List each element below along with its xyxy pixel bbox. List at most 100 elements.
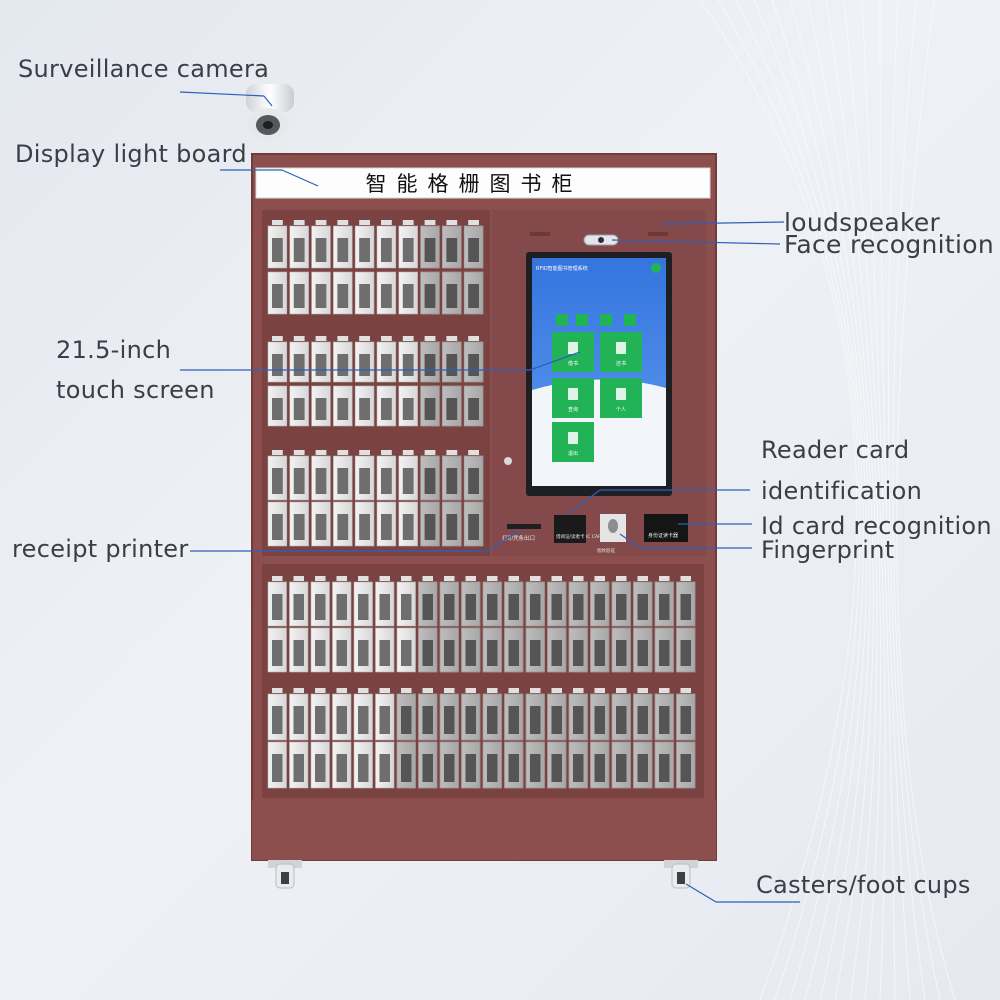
bg-curve — [896, 0, 956, 1000]
id-card-pad-label: 身份证读卡器 — [648, 532, 678, 539]
slot-window — [468, 398, 479, 420]
slot-window — [315, 514, 327, 540]
slot-window — [358, 594, 369, 620]
slot-tab — [293, 220, 305, 225]
slot-shadow — [440, 742, 459, 788]
slot-window — [359, 398, 370, 420]
screen-small-tile[interactable] — [556, 314, 568, 326]
slot-shadow — [590, 582, 609, 626]
slot-tab — [381, 336, 392, 341]
slot-window — [659, 594, 670, 620]
slot-shadow — [569, 694, 588, 740]
slot-window — [337, 354, 349, 376]
slot-window — [594, 640, 605, 666]
slot-shadow — [547, 582, 566, 626]
slot-window — [444, 754, 455, 782]
slot-shadow — [612, 742, 631, 788]
screen-tiles[interactable]: 借书还书查询个人退出 — [552, 314, 642, 462]
slot-shadow — [547, 694, 566, 740]
slot-shadow — [547, 628, 566, 672]
slot-shadow — [420, 502, 440, 546]
slot-shadow — [461, 628, 480, 672]
slot-window — [530, 754, 541, 782]
slot-window — [402, 398, 414, 420]
slot-window — [336, 706, 347, 734]
label-loudspeaker: loudspeaker — [784, 208, 941, 237]
slot-window — [659, 640, 670, 666]
slot-shadow — [397, 694, 416, 740]
slot-tab — [508, 688, 519, 693]
slot-shadow — [633, 582, 652, 626]
callout-light-board-b — [281, 169, 319, 187]
slot-window — [379, 640, 390, 666]
slot-window — [422, 706, 433, 734]
slot-window — [465, 706, 476, 734]
reader-pad-label: 借阅证/读者卡 IC CARD — [556, 533, 605, 540]
slot-window — [616, 594, 627, 620]
slot-window — [381, 468, 392, 494]
callout-touch-screen-b — [529, 351, 581, 371]
slot-tab — [422, 576, 433, 581]
slot-window — [530, 594, 541, 620]
surveillance-camera — [246, 82, 294, 160]
slot-window — [293, 594, 304, 620]
screen-small-tile[interactable] — [600, 314, 612, 326]
slot-window — [487, 754, 498, 782]
slot-window — [424, 354, 436, 376]
screen-tile-label: 退出 — [568, 450, 578, 457]
slot-window — [358, 640, 369, 666]
slot-window — [680, 706, 691, 734]
slot-shadow — [526, 582, 545, 626]
bg-curve — [861, 0, 896, 1000]
touch-screen[interactable]: RFID智能图书管理系统 借书还书查询个人退出 — [526, 232, 672, 496]
slot-shadow — [633, 742, 652, 788]
slot-window — [446, 468, 458, 494]
slot-window — [637, 754, 648, 782]
slot-tab — [401, 576, 412, 581]
slot-window — [422, 640, 433, 666]
screen-small-tile[interactable] — [576, 314, 588, 326]
screen-small-tile[interactable] — [624, 314, 636, 326]
slot-tab — [402, 336, 414, 341]
label-display-light-board: Display light board — [15, 140, 247, 168]
slot-window — [379, 706, 390, 734]
slot-shadow — [504, 582, 523, 626]
slot-shadow — [418, 694, 437, 740]
slot-window — [315, 238, 327, 262]
slot-tab — [272, 220, 283, 225]
slot-window — [594, 706, 605, 734]
slot-window — [401, 754, 412, 782]
slot-window — [315, 706, 326, 734]
slot-tab — [594, 688, 605, 693]
slot-window — [315, 398, 327, 420]
callout-casters — [685, 883, 717, 903]
slot-window — [616, 706, 627, 734]
slot-shadow — [440, 582, 459, 626]
slot-window — [468, 514, 479, 540]
slot-window — [337, 238, 349, 262]
slot-shadow — [569, 742, 588, 788]
slot-tab — [573, 576, 584, 581]
slot-window — [444, 640, 455, 666]
slot-tab — [424, 220, 436, 225]
slot-tab — [680, 688, 691, 693]
slot-window — [444, 706, 455, 734]
slot-tab — [659, 576, 670, 581]
slot-window — [573, 754, 584, 782]
slot-tab — [573, 688, 584, 693]
tile-icon — [568, 388, 578, 400]
callout-lines — [179, 91, 800, 903]
screen-tile-label: 借书 — [568, 360, 578, 367]
slot-tab — [446, 336, 458, 341]
label-id-card-recognition: Id card recognition — [761, 512, 992, 540]
slot-window — [336, 594, 347, 620]
slot-tab — [381, 450, 392, 455]
slot-shadow — [442, 386, 462, 426]
slot-tab — [444, 576, 455, 581]
slot-shadow — [418, 742, 437, 788]
slot-window — [680, 640, 691, 666]
slot-window — [315, 284, 327, 308]
bg-curve — [843, 0, 886, 1000]
fingerprint-pad-label: 指纹验证 — [597, 547, 615, 554]
